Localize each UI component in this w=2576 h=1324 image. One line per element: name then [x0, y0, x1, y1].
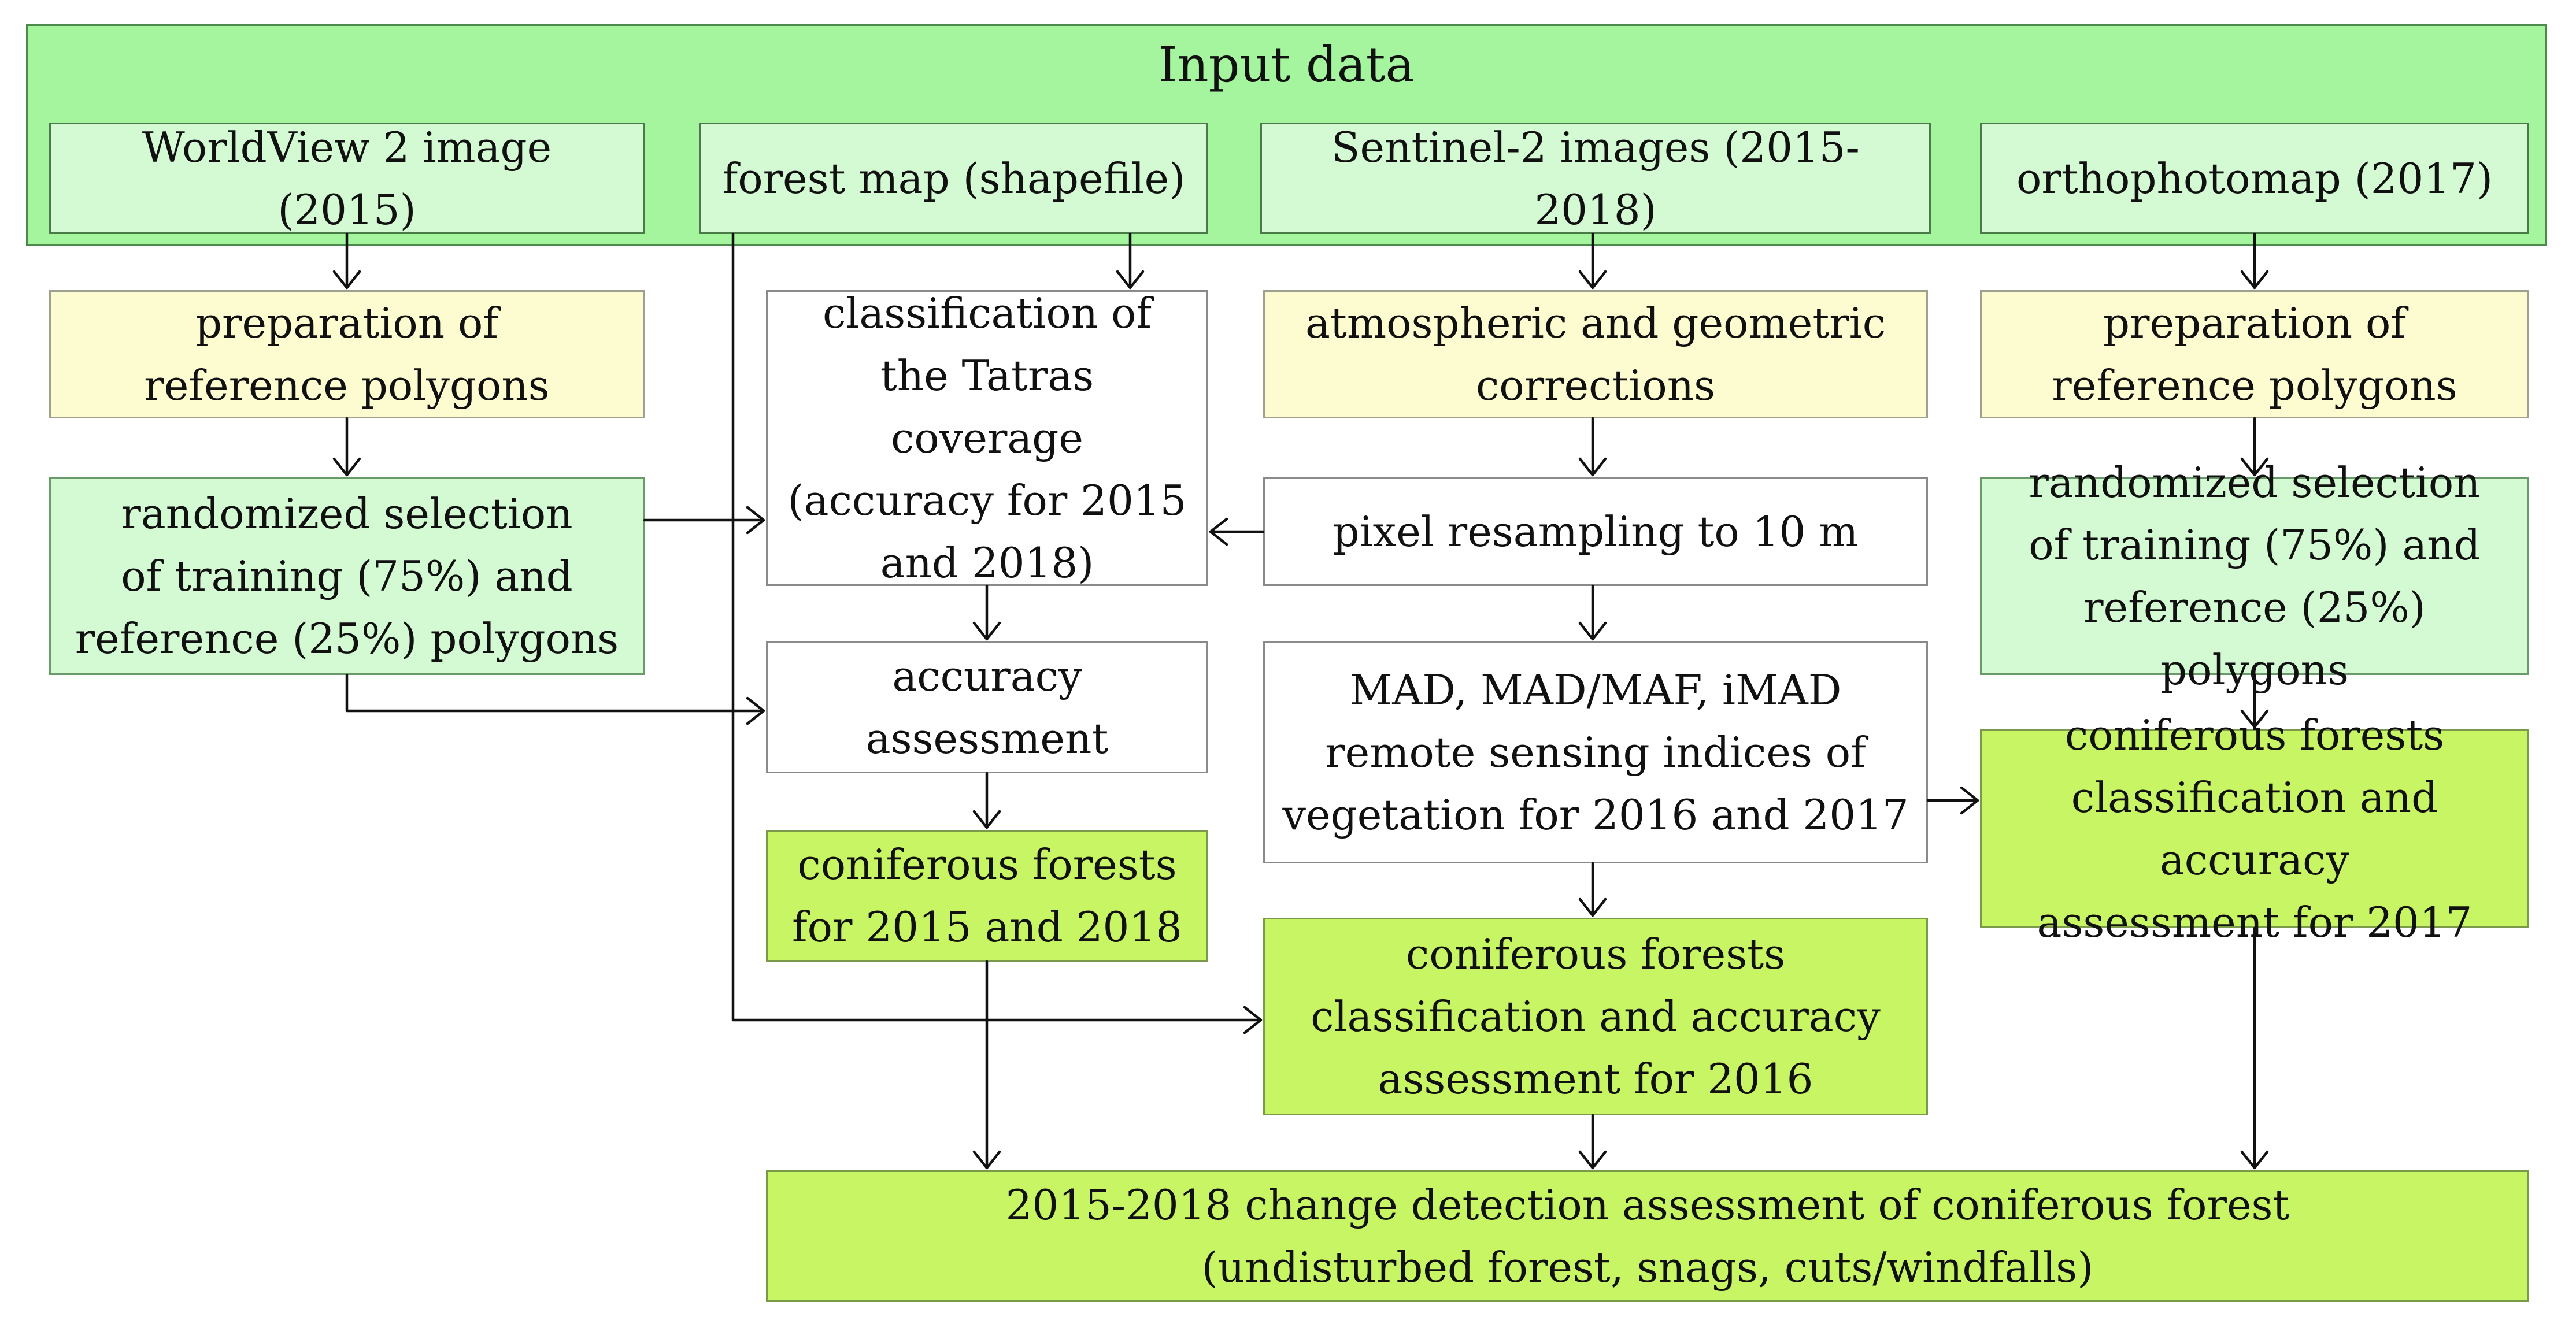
node-change-line: (undisturbed forest, snags, cuts/windfal… — [1201, 1243, 2094, 1292]
node-conif-2017-line: assessment for 2017 — [2037, 898, 2473, 947]
node-random-left[interactable]: randomized selection of training (75%) a… — [49, 477, 645, 675]
node-resampling-line: pixel resampling to 10 m — [1333, 507, 1859, 556]
arrow-accuracy-to-conif — [972, 772, 1001, 829]
node-conif-2015-2018-line: for 2015 and 2018 — [792, 903, 1182, 951]
node-prep-left-line: reference polygons — [144, 361, 550, 410]
node-conif-2017[interactable]: coniferous forests classification and ac… — [1980, 711, 2529, 947]
node-change-detection[interactable]: 2015-2018 change detection assessment of… — [766, 1170, 2529, 1302]
node-change-line: 2015-2018 change detection assessment of… — [1005, 1181, 2290, 1229]
node-mad[interactable]: MAD, MAD/MAF, iMAD remote sensing indice… — [1263, 641, 1928, 863]
input-orthophoto[interactable]: orthophotomap (2017) — [1980, 123, 2529, 234]
node-random-right[interactable]: randomized selection of training (75%) a… — [1980, 458, 2529, 694]
node-random-right-line: of training (75%) and — [2029, 521, 2481, 569]
node-prep-right-line: preparation of — [2103, 299, 2407, 347]
node-accuracy[interactable]: accuracy assessment — [766, 641, 1208, 773]
arrow-resampling-to-class — [1209, 517, 1265, 546]
node-accuracy-line: assessment — [865, 714, 1109, 763]
arrow-mad-to-conif2017 — [1926, 786, 1979, 815]
node-conif-2015-2018-line: coniferous forests — [797, 840, 1177, 889]
arrow-atmos-to-resampling — [1578, 417, 1607, 477]
node-conif-2015-2018[interactable]: coniferous forests for 2015 and 2018 — [766, 830, 1208, 962]
arrow-prep-to-random-left — [332, 417, 361, 477]
arrow-random-to-class — [643, 506, 765, 535]
node-classification-line: classification of — [822, 289, 1152, 338]
node-conif-2016-line: classification and accuracy — [1311, 992, 1881, 1041]
node-prep-right-line: reference polygons — [2052, 361, 2457, 410]
node-classification-line: (accuracy for 2015 — [787, 476, 1187, 525]
input-worldview-label: WorldView 2 image (2015) — [142, 123, 552, 234]
arrow-resampling-to-mad — [1578, 584, 1607, 641]
input-orthophoto-label: orthophotomap (2017) — [2016, 154, 2493, 203]
node-random-right-line: reference (25%) polygons — [2083, 583, 2426, 694]
input-worldview[interactable]: WorldView 2 image (2015) — [49, 123, 645, 234]
input-forest-map-label: forest map (shapefile) — [722, 154, 1186, 203]
arrow-random-to-accuracy — [345, 673, 765, 725]
node-conif-2016-line: coniferous forests — [1405, 930, 1786, 978]
node-random-right-line: randomized selection — [2029, 458, 2481, 507]
node-classification[interactable]: classification of the Tatras coverage (a… — [766, 289, 1208, 587]
arrow-conif1518-to-change — [972, 960, 1001, 1170]
node-atmos-line: atmospheric and geometric — [1305, 299, 1886, 347]
node-atmos[interactable]: atmospheric and geometric corrections — [1263, 290, 1928, 418]
input-forest-map[interactable]: forest map (shapefile) — [699, 123, 1208, 234]
node-random-left-line: of training (75%) and — [121, 552, 573, 600]
node-conif-2016-line: assessment for 2016 — [1378, 1055, 1813, 1103]
node-atmos-line: corrections — [1475, 361, 1716, 410]
node-conif-2017-line: classification and accuracy — [2071, 773, 2438, 884]
input-data-title: Input data — [1158, 36, 1415, 93]
node-conif-2017-line: coniferous forests — [2064, 711, 2445, 759]
node-prep-left[interactable]: preparation of reference polygons — [49, 290, 645, 418]
node-mad-line: remote sensing indices of — [1325, 728, 1866, 777]
node-mad-line: MAD, MAD/MAF, iMAD — [1349, 666, 1842, 714]
node-accuracy-line: accuracy — [892, 652, 1082, 700]
node-classification-line: and 2018) — [880, 539, 1094, 587]
input-sentinel[interactable]: Sentinel-2 images (2015-2018) — [1260, 123, 1931, 234]
node-classification-line: the Tatras coverage — [880, 351, 1094, 462]
node-prep-left-line: preparation of — [195, 299, 499, 347]
arrow-conif2016-to-change — [1578, 1114, 1607, 1170]
node-random-left-line: reference (25%) polygons — [75, 614, 619, 663]
node-prep-right[interactable]: preparation of reference polygons — [1980, 290, 2529, 418]
arrow-mad-to-conif2016 — [1578, 862, 1607, 917]
node-conif-2016[interactable]: coniferous forests classification and ac… — [1263, 918, 1928, 1115]
node-resampling[interactable]: pixel resampling to 10 m — [1263, 477, 1928, 586]
node-random-left-line: randomized selection — [121, 489, 573, 538]
arrow-conif2017-to-change — [2240, 926, 2269, 1170]
node-mad-line: vegetation for 2016 and 2017 — [1282, 791, 1909, 839]
input-sentinel-label: Sentinel-2 images (2015-2018) — [1331, 123, 1860, 234]
